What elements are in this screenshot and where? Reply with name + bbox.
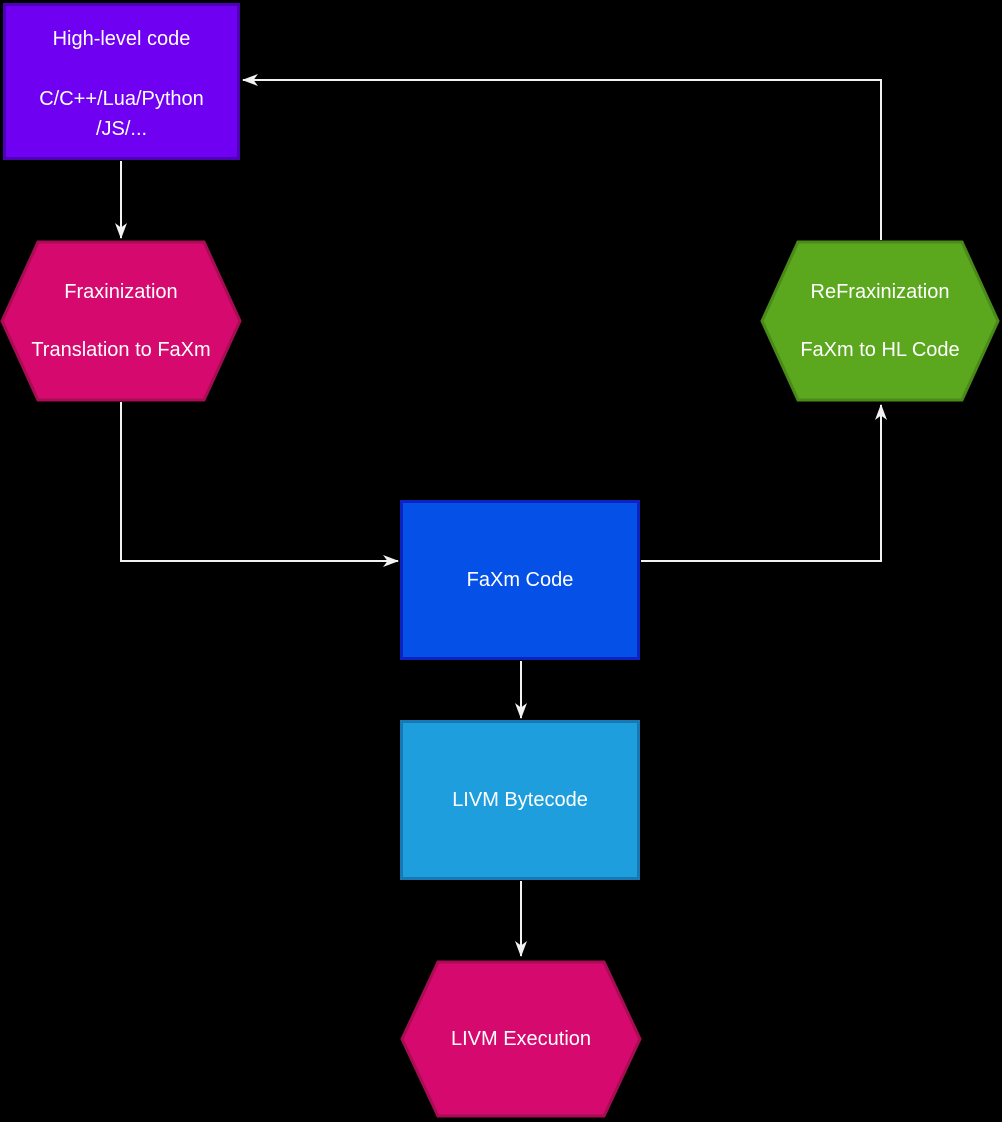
node-title: LIVM Execution	[450, 1028, 592, 1050]
node-title: FaXm Code	[466, 569, 574, 591]
node-high-level-code-label: High-level code C/C++/Lua/Python /JS/...	[6, 6, 237, 175]
hexagon-shape	[760, 240, 1000, 402]
hexagon-shape	[400, 960, 642, 1118]
node-livm-execution-label: LIVM Execution	[400, 960, 642, 1118]
node-body-line: /JS/...	[95, 118, 148, 140]
edge-faxmcode-to-refraxinization	[641, 404, 887, 562]
node-faxm-code: FaXm Code	[400, 500, 640, 660]
node-livm-bytecode-label: LIVM Bytecode	[403, 723, 637, 877]
node-faxm-code-label: FaXm Code	[403, 503, 637, 657]
node-title: ReFraxinization	[810, 281, 950, 303]
node-title: Fraxinization	[64, 281, 178, 303]
edge-refraxinization-to-highlevel	[242, 74, 882, 240]
node-refraxinization: ReFraxinization FaXm to HL Code	[760, 240, 1000, 402]
node-title: LIVM Bytecode	[452, 789, 588, 811]
node-title: High-level code	[52, 28, 191, 50]
node-subtitle: FaXm to HL Code	[800, 339, 960, 361]
edge-fraxinization-to-faxmcode	[120, 402, 399, 567]
node-livm-execution: LIVM Execution	[400, 960, 642, 1118]
node-subtitle: Translation to FaXm	[31, 339, 211, 361]
node-fraxinization: Fraxinization Translation to FaXm	[0, 240, 242, 402]
node-high-level-code: High-level code C/C++/Lua/Python /JS/...	[3, 3, 240, 160]
node-body-line: C/C++/Lua/Python	[39, 88, 204, 110]
node-livm-bytecode: LIVM Bytecode	[400, 720, 640, 880]
hexagon-shape	[0, 240, 242, 402]
node-refraxinization-label: ReFraxinization FaXm to HL Code	[760, 240, 1000, 402]
node-fraxinization-label: Fraxinization Translation to FaXm	[0, 240, 242, 402]
